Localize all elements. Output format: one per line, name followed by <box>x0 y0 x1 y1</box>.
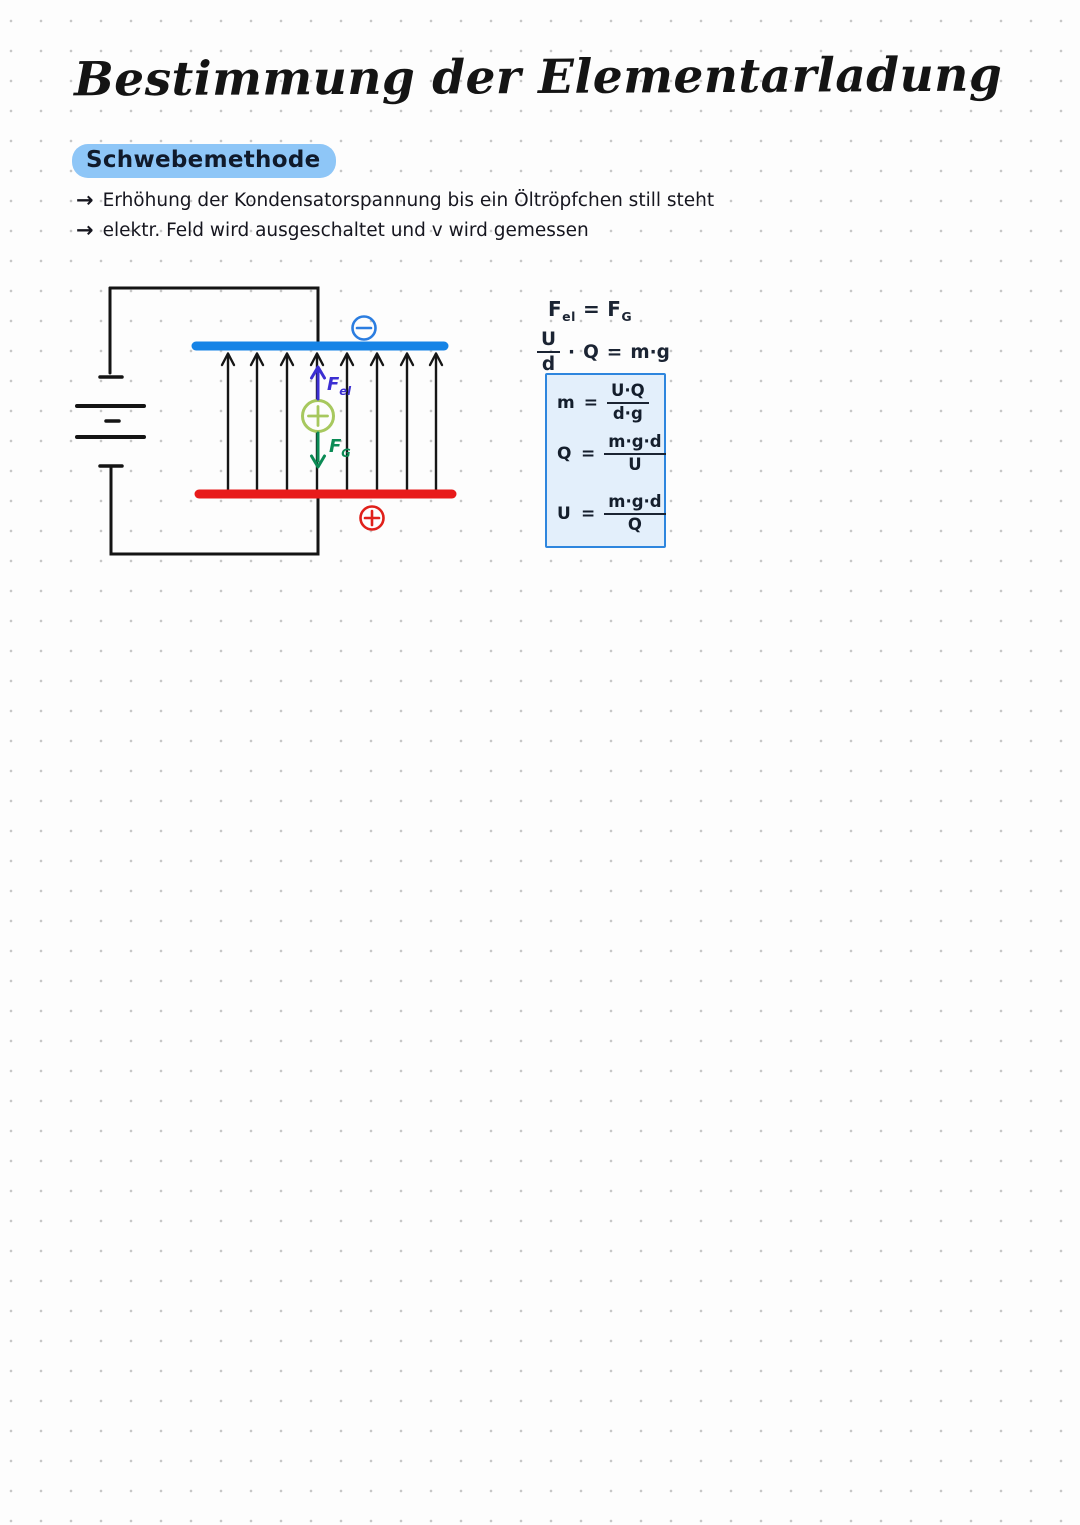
f-g-symbol: F <box>607 297 622 321</box>
force-gravity-arrow <box>310 431 326 469</box>
formula-row-m: m = U·Q d·g <box>557 381 656 424</box>
arrow-icon: → <box>76 188 94 212</box>
formula-row-q: Q = m·g·d U <box>557 432 666 475</box>
bullet-line-2: → elektr. Feld wird ausgeschaltet und v … <box>76 217 589 242</box>
force-electric-arrow <box>310 365 326 401</box>
arrow-icon: → <box>76 218 94 242</box>
circuit-wires <box>108 286 320 556</box>
bullet-text-2: elektr. Feld wird ausgeschaltet und v wi… <box>102 220 589 241</box>
battery-symbol <box>75 375 146 468</box>
force-gravity-label: FG <box>329 436 351 460</box>
force-electric-label: Fel <box>327 374 352 398</box>
formula-row-u: U = m·g·d Q <box>557 492 666 535</box>
formula-box: m = U·Q d·g Q = m·g·d U U = m·g·d Q <box>545 373 666 548</box>
bullet-line-1: → Erhöhung der Kondensatorspannung bis e… <box>76 187 715 212</box>
plus-sign-icon <box>359 505 385 531</box>
oil-droplet-icon <box>301 399 335 433</box>
electric-field-arrows <box>220 352 444 494</box>
minus-sign-icon <box>351 315 377 341</box>
f-el-symbol: F <box>548 297 563 321</box>
fraction-u-over-d: U d <box>537 329 561 376</box>
main-equation: U d · Q = m·g <box>537 329 670 376</box>
section-label-schwebemethode: Schwebemethode <box>72 144 337 178</box>
force-balance-equation: Fel=FG <box>548 297 633 324</box>
bullet-text-1: Erhöhung der Kondensatorspannung bis ein… <box>102 190 715 211</box>
